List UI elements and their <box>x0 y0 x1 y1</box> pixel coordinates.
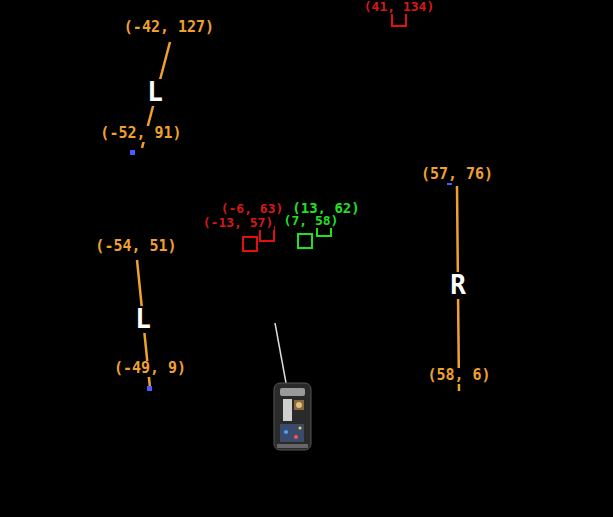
point-coordinate: (57, 76) <box>420 167 494 183</box>
end-dot <box>147 386 152 391</box>
red-marker <box>243 237 257 251</box>
lane-letter: L <box>134 306 152 333</box>
marker-coordinate: (41, 134) <box>363 0 435 14</box>
lane-letter: L <box>146 79 164 106</box>
point-coordinate: (-52, 91) <box>99 126 182 142</box>
end-dot <box>130 150 135 155</box>
marker-coordinate: (7, 58) <box>283 214 340 228</box>
point-coordinate: (-54, 51) <box>94 239 177 255</box>
point-coordinate: (-42, 127) <box>123 20 215 36</box>
marker-coordinate: (-6, 63) <box>220 202 285 216</box>
robot-car <box>274 383 311 450</box>
point-coordinate: (58, 6) <box>426 368 491 384</box>
marker-coordinate: (-13, 57) <box>202 216 274 230</box>
green-marker <box>298 234 312 248</box>
point-coordinate: (-49, 9) <box>113 361 187 377</box>
red-marker <box>392 13 406 26</box>
heading-line <box>275 323 286 383</box>
lane-letter: R <box>449 272 467 299</box>
